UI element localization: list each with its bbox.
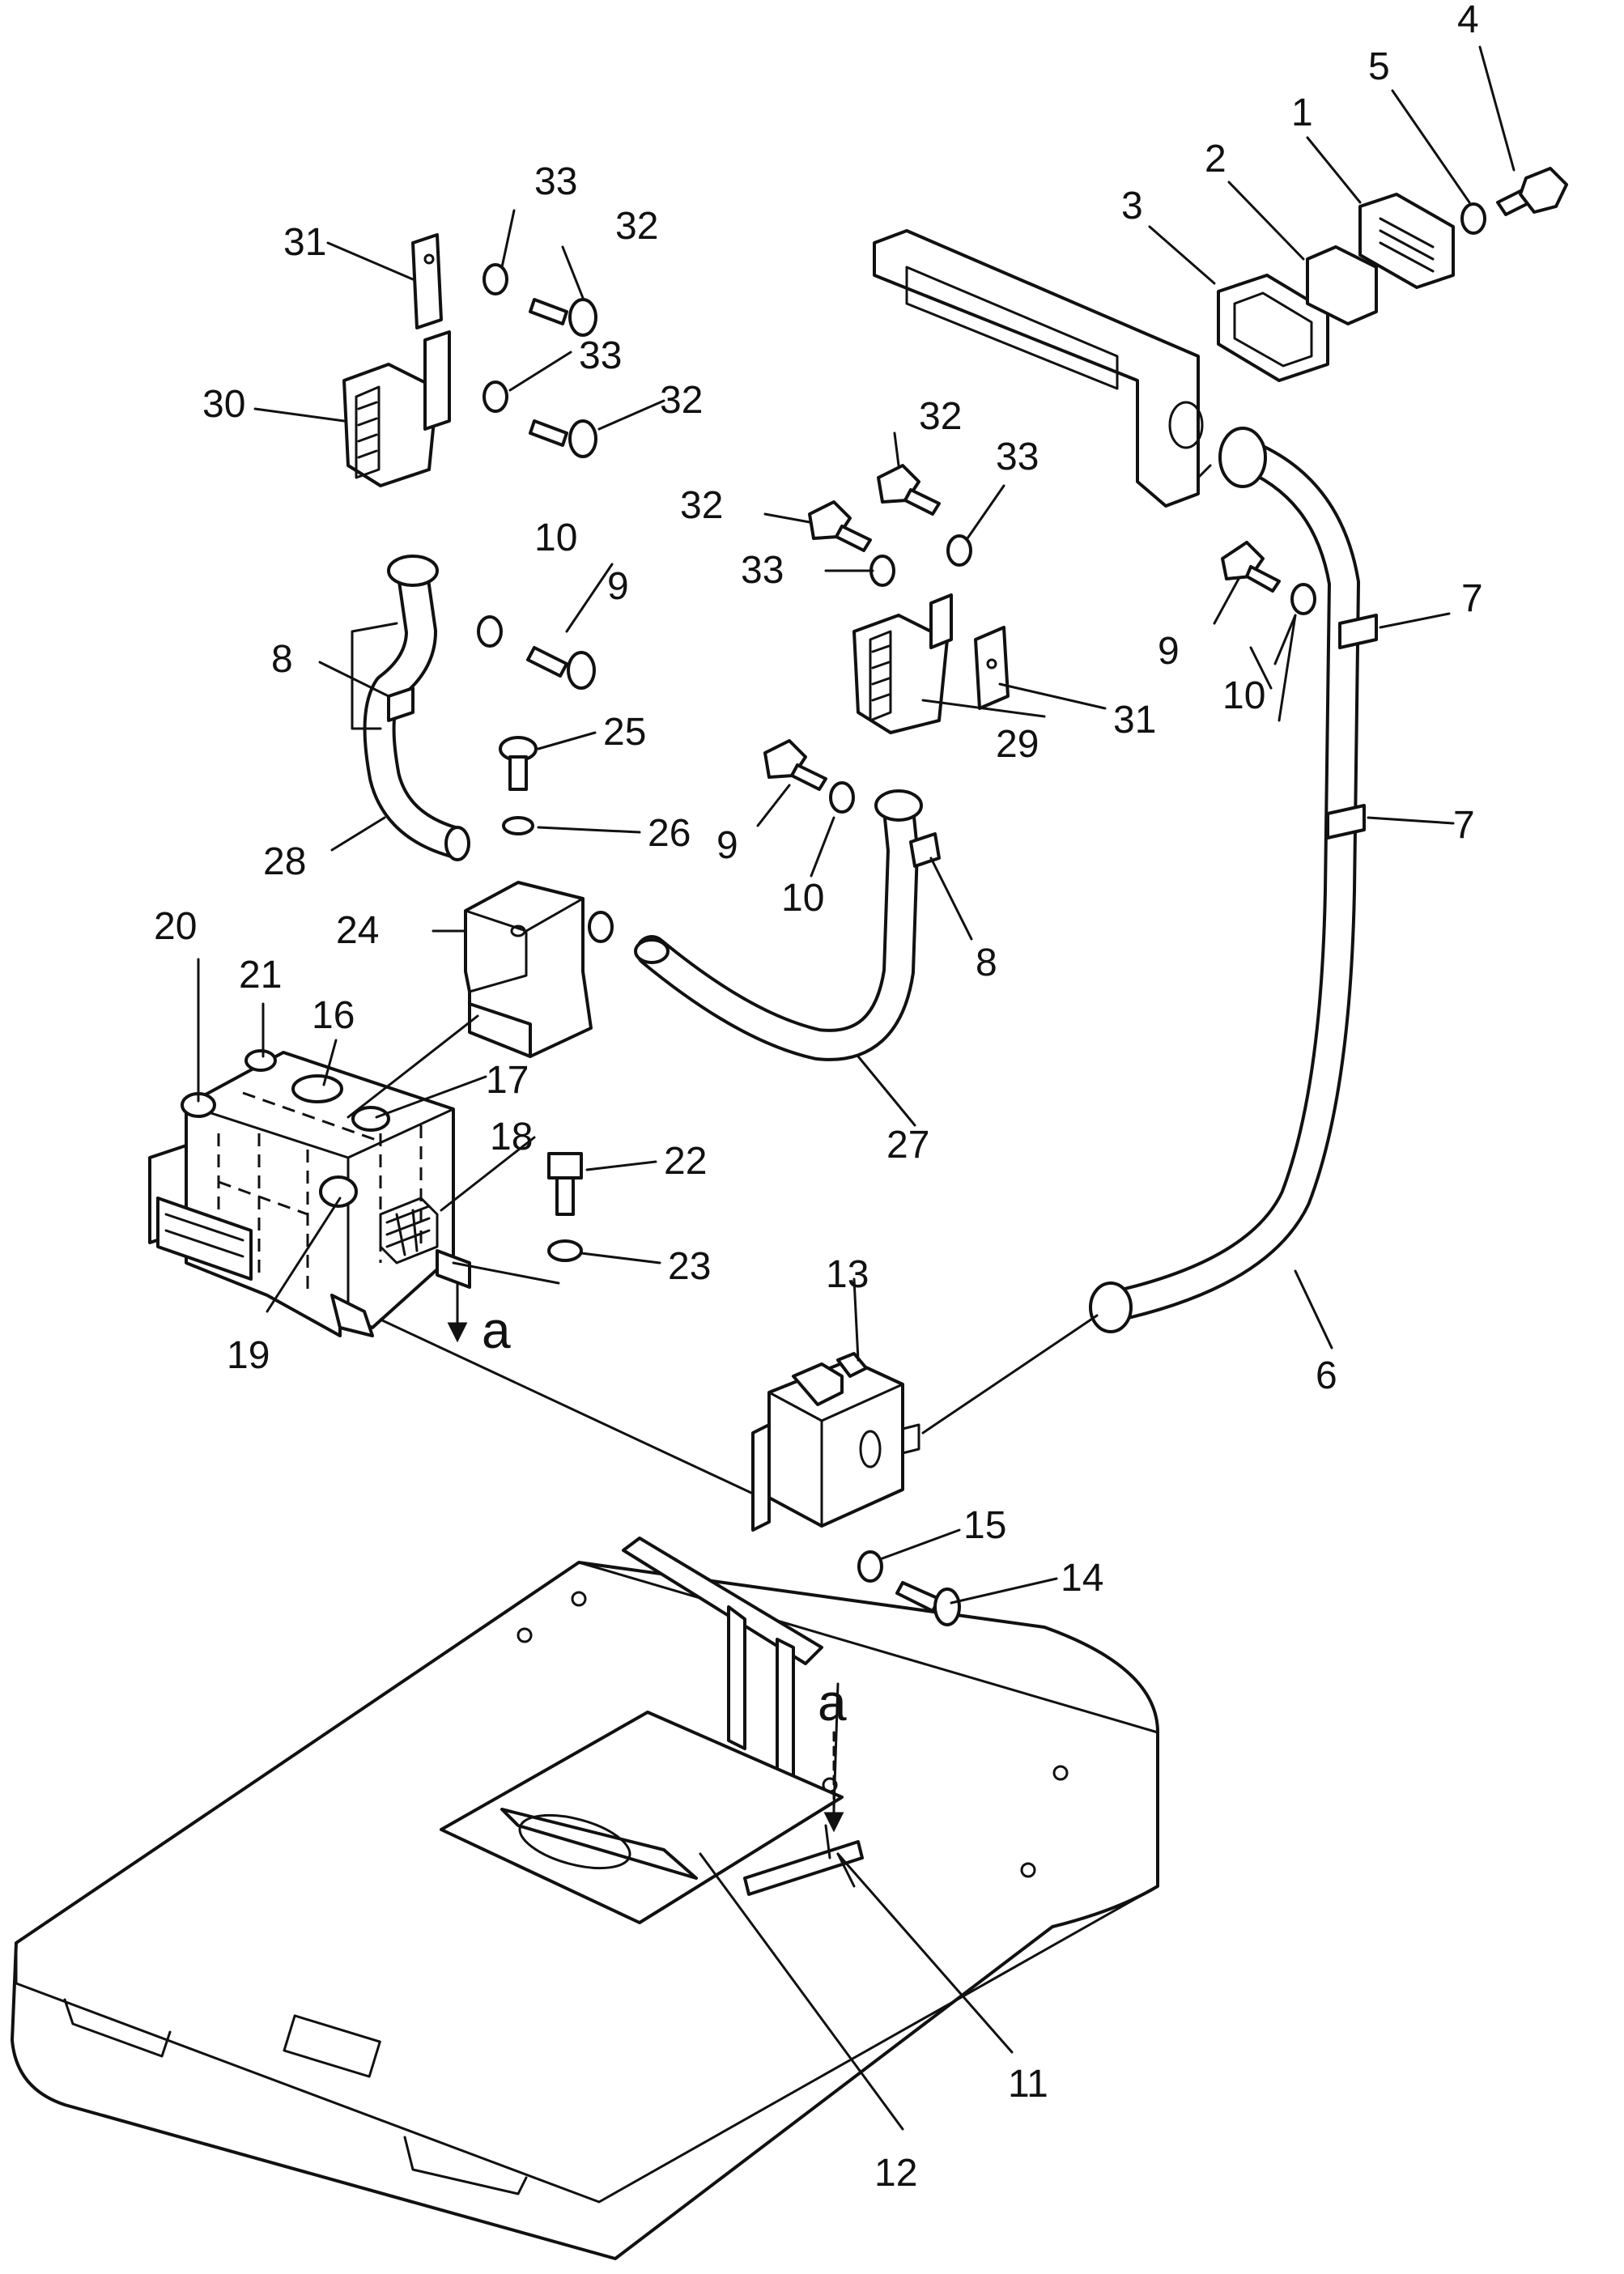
callout-3: 3 <box>1121 185 1143 227</box>
callout-7-lower: 7 <box>1453 804 1475 847</box>
view-arrow-a-lower <box>823 1731 844 1833</box>
callout-4: 4 <box>1457 0 1479 41</box>
bolt-9-right <box>1221 541 1281 593</box>
washer-10-left <box>477 615 503 648</box>
callout-33-left-upper: 33 <box>534 160 577 203</box>
callout-12: 12 <box>874 2152 917 2195</box>
bracket-31-right <box>974 626 1010 710</box>
callout-33-right-upper: 33 <box>996 436 1039 478</box>
callout-18: 18 <box>490 1116 533 1158</box>
washer-23 <box>547 1239 583 1262</box>
washer-33-left-upper <box>483 263 508 295</box>
callout-26: 26 <box>648 812 691 855</box>
leader-lines <box>197 45 1516 2131</box>
callout-28: 28 <box>263 840 306 883</box>
view-letter-upper: a <box>482 1301 511 1359</box>
register-plate-3 <box>1217 274 1329 382</box>
callout-23: 23 <box>668 1245 711 1288</box>
view-letter-lower: a <box>818 1673 847 1732</box>
bolt-32-right-lower <box>808 500 872 552</box>
clip-8-left <box>387 686 415 722</box>
callout-32-right-upper: 32 <box>919 395 962 438</box>
callout-24: 24 <box>336 909 379 952</box>
callout-5: 5 <box>1368 45 1390 88</box>
callout-1: 1 <box>1291 91 1313 134</box>
callout-9-middle: 9 <box>716 824 738 867</box>
bolt-32-left-upper <box>529 298 597 337</box>
bolt-14 <box>895 1581 961 1626</box>
louvre-29 <box>852 593 953 734</box>
callout-11: 11 <box>1008 2063 1048 2106</box>
callout-32-left-lower: 32 <box>660 379 703 422</box>
callout-33-right-lower: 33 <box>741 549 784 592</box>
washer-15 <box>857 1550 883 1583</box>
callout-19: 19 <box>227 1334 270 1377</box>
callout-31-left: 31 <box>283 221 326 264</box>
washer-26 <box>502 816 534 835</box>
callout-21: 21 <box>239 954 282 997</box>
washer-33-left-lower <box>483 380 508 413</box>
bracket-31-left <box>411 233 451 431</box>
duct-6 <box>1089 427 1360 1333</box>
callout-22: 22 <box>664 1140 707 1183</box>
grille-1 <box>1358 193 1455 289</box>
callout-14: 14 <box>1061 1557 1103 1600</box>
callout-10-middle: 10 <box>781 877 824 920</box>
callout-17: 17 <box>486 1059 529 1102</box>
bolt-32-left-lower <box>529 419 597 458</box>
callout-31-right: 31 <box>1113 699 1156 742</box>
callout-6: 6 <box>1316 1354 1337 1397</box>
callout-27: 27 <box>886 1124 929 1167</box>
callout-labels: 1 2 3 4 5 6 7 7 8 8 9 9 9 10 10 10 11 12… <box>154 0 1483 2195</box>
washer-33-right-lower <box>869 555 895 587</box>
callout-9-right: 9 <box>1158 630 1180 673</box>
washer-5 <box>1460 202 1486 235</box>
callout-33-left-lower: 33 <box>579 334 622 377</box>
callout-20: 20 <box>154 905 197 948</box>
callout-8-right: 8 <box>976 941 997 984</box>
callout-32-left-upper: 32 <box>615 205 658 248</box>
panel-cover <box>873 229 1204 508</box>
bolt-9-left <box>526 646 596 690</box>
screw-25 <box>499 736 538 791</box>
callout-13: 13 <box>826 1253 869 1296</box>
clip-7-lower <box>1326 804 1366 839</box>
callout-10-right: 10 <box>1222 674 1265 717</box>
callout-8-left: 8 <box>271 638 293 681</box>
clip-7-upper <box>1338 614 1378 649</box>
callout-30: 30 <box>202 383 245 426</box>
callout-7-upper: 7 <box>1461 577 1483 620</box>
callout-16: 16 <box>312 994 355 1037</box>
callout-29: 29 <box>996 723 1039 766</box>
filter-2 <box>1306 245 1378 325</box>
bolt-32-right-upper <box>877 464 941 516</box>
washer-10-middle <box>829 781 855 814</box>
heater-unit <box>148 1049 471 1337</box>
washer-10-right <box>1290 583 1316 615</box>
callout-2: 2 <box>1205 138 1227 181</box>
bolt-9-middle <box>763 739 827 791</box>
bolt-22 <box>547 1152 583 1216</box>
callout-15: 15 <box>963 1504 1006 1547</box>
callout-10-left: 10 <box>534 516 577 559</box>
washer-33-right-upper <box>946 534 972 567</box>
callout-25: 25 <box>603 711 646 754</box>
bolt-4 <box>1496 167 1568 216</box>
view-arrow-a-upper <box>447 1282 468 1343</box>
floor-stand-bracket <box>440 1537 864 1924</box>
hose-27 <box>634 789 923 1061</box>
hose-28 <box>363 555 470 861</box>
floor-plate <box>11 1561 1159 2260</box>
duct-elbow-24 <box>464 881 614 1058</box>
callout-9-left: 9 <box>607 565 629 608</box>
blower-13 <box>751 1352 920 1532</box>
callout-32-right-lower: 32 <box>680 484 723 527</box>
